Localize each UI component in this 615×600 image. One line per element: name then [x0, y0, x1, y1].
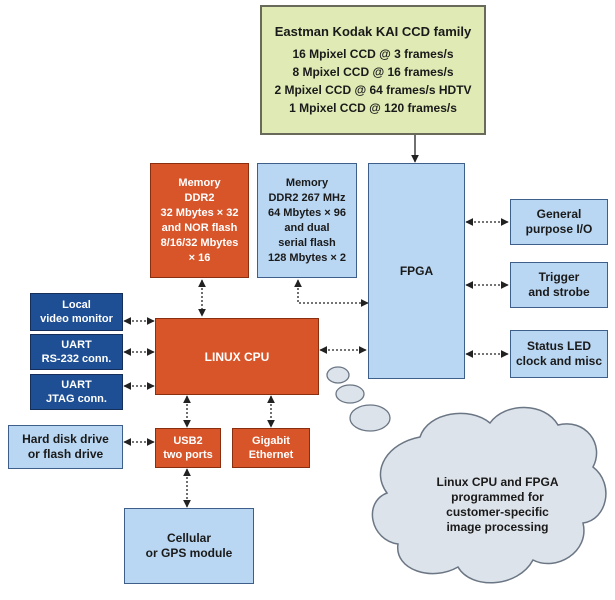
cellular-line-2: or GPS module [145, 546, 233, 560]
status-led-line-1: Status LED [526, 339, 591, 353]
usb2-line-1: USB2 [173, 435, 203, 447]
memory-fpga-line-5: serial flash [278, 236, 336, 249]
usb2-box: USB2 two ports [155, 428, 221, 468]
memory-cpu-line-3: 32 Mbytes × 32 [160, 206, 239, 219]
gigabit-line-1: Gigabit [252, 435, 290, 447]
cellular-box: Cellular or GPS module [124, 508, 254, 584]
uart-rs232-line-1: UART [61, 339, 92, 351]
cloud-line-1: Linux CPU and FPGA [436, 475, 559, 489]
local-video-line-2: video monitor [40, 313, 113, 325]
general-io-box: General purpose I/O [510, 199, 608, 245]
memory-cpu-line-1: Memory [178, 176, 221, 189]
cloud-line-4: image processing [446, 520, 549, 534]
uart-jtag-line-2: JTAG conn. [46, 393, 107, 405]
hard-disk-box: Hard disk drive or flash drive [8, 425, 123, 469]
trigger-line-1: Trigger [538, 270, 580, 284]
trigger-line-2: and strobe [528, 285, 590, 299]
ccd-family-box: Eastman Kodak KAI CCD family 16 Mpixel C… [260, 5, 486, 135]
fpga-box: FPGA [368, 163, 465, 379]
trigger-box: Trigger and strobe [510, 262, 608, 308]
usb2-line-2: two ports [163, 449, 213, 461]
memory-cpu-line-6: × 16 [188, 251, 211, 264]
status-led-box: Status LED clock and misc [510, 330, 608, 378]
uart-jtag-box: UART JTAG conn. [30, 374, 123, 410]
status-led-line-2: clock and misc [515, 354, 603, 368]
local-video-box: Local video monitor [30, 293, 123, 331]
cloud-callout: Linux CPU and FPGA programmed for custom… [400, 455, 595, 555]
general-io-line-1: General [536, 207, 582, 221]
memory-fpga-box: Memory DDR2 267 MHz 64 Mbytes × 96 and d… [257, 163, 357, 278]
gigabit-line-2: Ethernet [248, 449, 294, 461]
linux-cpu-label: LINUX CPU [204, 349, 270, 364]
fpga-label: FPGA [399, 264, 434, 278]
ccd-title: Eastman Kodak KAI CCD family [274, 24, 472, 39]
memory-fpga-line-2: DDR2 267 MHz [268, 191, 346, 204]
thought-bubble-large [349, 404, 391, 432]
hard-disk-line-2: or flash drive [27, 447, 104, 461]
memory-fpga-line-4: and dual [284, 221, 330, 234]
cloud-line-2: programmed for [451, 490, 544, 504]
local-video-line-1: Local [62, 299, 91, 311]
memory-fpga-link [294, 279, 369, 307]
linux-cpu-box: LINUX CPU [155, 318, 319, 395]
thought-bubble-small [326, 366, 350, 384]
memory-cpu-line-2: DDR2 [184, 191, 215, 204]
gigabit-box: Gigabit Ethernet [232, 428, 310, 468]
uart-rs232-box: UART RS-232 conn. [30, 334, 123, 370]
uart-rs232-line-2: RS-232 conn. [41, 353, 112, 365]
memory-fpga-line-6: 128 Mbytes × 2 [268, 251, 346, 264]
ccd-line-3: 2 Mpixel CCD @ 64 frames/s HDTV [274, 83, 472, 97]
cloud-shape [371, 406, 607, 584]
memory-cpu-box: Memory DDR2 32 Mbytes × 32 and NOR flash… [150, 163, 249, 278]
cellular-line-1: Cellular [166, 531, 211, 545]
ccd-line-2: 8 Mpixel CCD @ 16 frames/s [292, 65, 454, 79]
memory-cpu-line-4: and NOR flash [161, 221, 238, 234]
thought-bubble-medium [335, 384, 365, 404]
ccd-line-1: 16 Mpixel CCD @ 3 frames/s [292, 47, 454, 61]
hard-disk-line-1: Hard disk drive [22, 432, 109, 446]
general-io-line-2: purpose I/O [525, 222, 593, 236]
memory-fpga-line-1: Memory [285, 176, 329, 189]
ccd-line-4: 1 Mpixel CCD @ 120 frames/s [289, 101, 457, 115]
cloud-line-3: customer-specific [446, 505, 549, 519]
uart-jtag-line-1: UART [61, 379, 92, 391]
memory-cpu-line-5: 8/16/32 Mbytes [160, 236, 239, 249]
memory-fpga-line-3: 64 Mbytes × 96 [268, 206, 346, 219]
